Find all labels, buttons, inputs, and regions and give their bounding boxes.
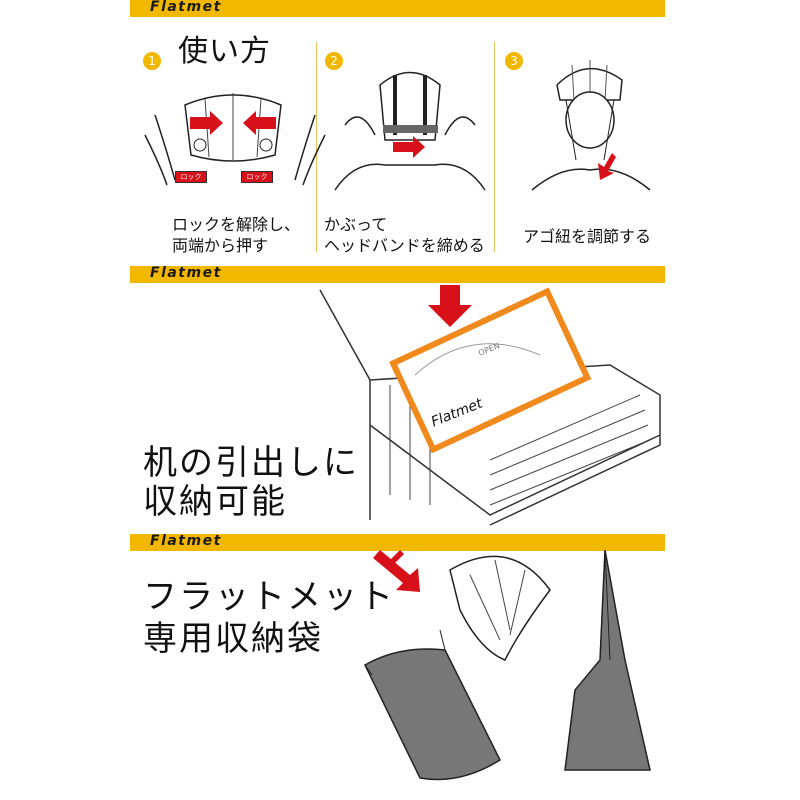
drawer-illustration (319, 285, 661, 526)
drawer-text-line2: 収納可能 (143, 482, 287, 522)
drawer-text-line1: 机の引出しに (143, 443, 359, 483)
usage-title: 使い方 (178, 34, 271, 69)
step1-caption-line2: 両端から押す (172, 236, 269, 255)
bag-text-line2: 専用収納袋 (143, 619, 323, 659)
lock-label-right: ロック (241, 171, 273, 183)
step-number-2: 2 (325, 52, 343, 70)
step3-illustration (531, 60, 651, 191)
section-band-2: Flatmet (130, 265, 665, 283)
divider (316, 42, 317, 252)
brand-label: Flatmet (150, 533, 222, 549)
lock-label-left: ロック (175, 171, 207, 183)
step1-caption-line1: ロックを解除し、 (172, 215, 301, 234)
step-number-3: 3 (505, 52, 523, 70)
step2-caption-line2: ヘッドバンドを締める (324, 236, 485, 255)
section-band-3: Flatmet (130, 533, 665, 551)
step-number-1: 1 (143, 52, 161, 70)
section-band-1: Flatmet (130, 0, 665, 17)
step3-caption-line1: アゴ紐を調節する (523, 227, 652, 246)
brand-label: Flatmet (150, 265, 222, 281)
step2-illustration (334, 71, 486, 191)
bag-text-line1: フラットメット (143, 577, 395, 617)
brand-label: Flatmet (150, 0, 222, 15)
step2-caption-line1: かぶって (324, 215, 388, 234)
bag-illustration (364, 549, 651, 781)
step1-illustration (144, 93, 326, 186)
divider (494, 42, 495, 252)
